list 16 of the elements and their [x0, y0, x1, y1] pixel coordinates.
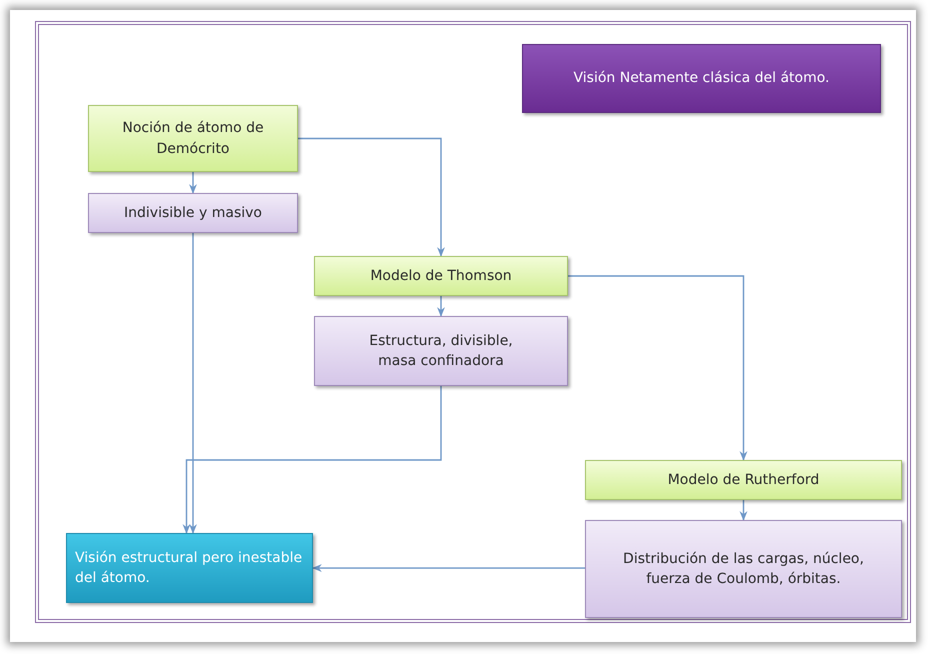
- arrow: [189, 233, 197, 534]
- title-box: Visión Netamente clásica del átomo.: [522, 44, 881, 113]
- model-box: Modelo de Thomson: [314, 256, 568, 296]
- model-box: Modelo de Rutherford: [585, 460, 902, 500]
- arrow: [568, 275, 748, 461]
- conclusion-box: Visión estructural pero inestable del átomo.: [66, 533, 313, 603]
- arrow: [312, 564, 585, 572]
- arrow: [189, 172, 197, 194]
- arrow: [437, 296, 445, 317]
- arrow: [298, 138, 445, 257]
- property-box: Indivisible y masivo: [88, 193, 298, 233]
- property-box: Estructura, divisible, masa confinadora: [314, 316, 568, 386]
- arrow: [740, 500, 748, 521]
- model-box: Noción de átomo de Demócrito: [88, 105, 298, 172]
- property-box: Distribución de las cargas, núcleo, fuerza de Coulomb, órbitas.: [585, 520, 902, 618]
- arrow: [182, 386, 442, 534]
